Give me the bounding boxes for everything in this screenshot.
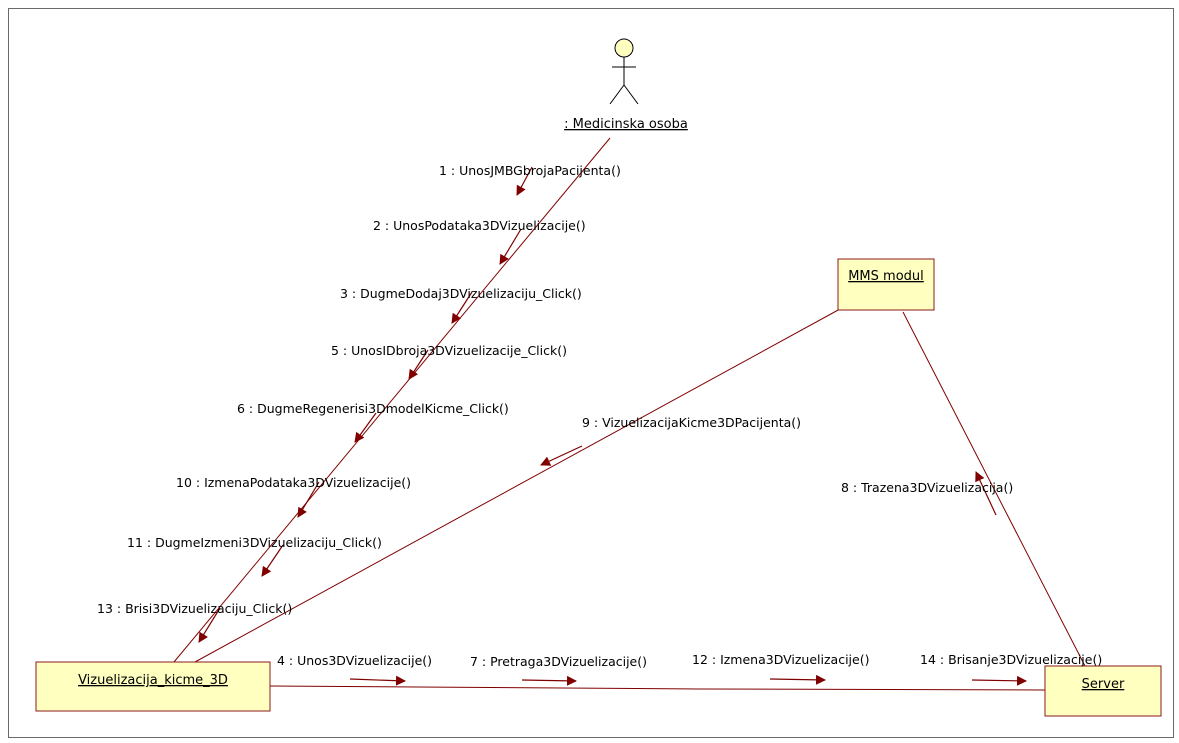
actor-right-leg (623, 84, 639, 105)
arrow-m13 (198, 607, 221, 643)
object-mms-modul[interactable]: MMS modul (837, 258, 935, 311)
msg-label-m9: 9 : VizuelizacijaKicme3DPacijenta() (582, 415, 801, 430)
msg-label-m3: 3 : DugmeDodaj3DVizuelizaciju_Click() (340, 286, 582, 301)
arrow-m1 (516, 166, 533, 196)
object-server[interactable]: Server (1044, 665, 1162, 717)
actor-medicinska-osoba[interactable]: : Medicinska osoba (564, 38, 688, 132)
msg-label-m2: 2 : UnosPodataka3DVizuelizacije() (373, 218, 586, 233)
arrow-m14 (971, 675, 1027, 686)
msg-label-m7: 7 : Pretraga3DVizuelizacije() (470, 654, 647, 669)
msg-label-m4: 4 : Unos3DVizuelizacije() (277, 653, 432, 668)
arrow-m7 (521, 675, 577, 686)
arrow-m2 (499, 228, 522, 265)
diagram-frame (8, 8, 1174, 738)
msg-label-m12: 12 : Izmena3DVizuelizacije() (692, 652, 869, 667)
link-actor-viz[interactable] (173, 137, 611, 663)
msg-label-m8: 8 : Trazena3DVizuelizacija() (841, 480, 1013, 495)
message-arrows-layer (198, 166, 1027, 686)
arrow-m11 (261, 544, 284, 577)
link-mms-server[interactable] (902, 311, 1086, 667)
msg-label-m14: 14 : Brisanje3DVizuelizacije() (920, 652, 1102, 667)
arrow-m9 (540, 445, 583, 466)
msg-label-m10: 10 : IzmenaPodataka3DVizuelizacije() (176, 475, 411, 490)
msg-label-m1: 1 : UnosJMBGbrojaPacijenta() (439, 163, 621, 178)
arrow-m12 (769, 674, 826, 685)
viz-box (35, 661, 271, 712)
arrow-m10 (297, 481, 320, 518)
link-viz-server[interactable] (269, 685, 1046, 691)
server-box (1044, 665, 1162, 717)
msg-label-m11: 11 : DugmeIzmeni3DVizuelizaciju_Click() (127, 535, 382, 550)
link-mms-viz[interactable] (194, 308, 841, 663)
msg-label-m6: 6 : DugmeRegenerisi3DmodelKicme_Click() (237, 401, 509, 416)
object-vizuelizacija-kicme-3d[interactable]: Vizuelizacija_kicme_3D (35, 661, 271, 712)
arrow-m6 (354, 412, 377, 443)
msg-label-m13: 13 : Brisi3DVizuelizaciju_Click() (97, 601, 292, 616)
message-labels-layer: 1 : UnosJMBGbrojaPacijenta() 2 : UnosPod… (97, 163, 1102, 669)
links-layer (173, 137, 1086, 691)
arrow-m5 (408, 349, 429, 380)
actor-left-leg (609, 84, 625, 105)
arrow-m8 (975, 471, 997, 516)
msg-label-m5: 5 : UnosIDbroja3DVizuelizacije_Click() (331, 343, 567, 358)
server-label: Server (1082, 677, 1125, 692)
mms-label: MMS modul (848, 269, 924, 284)
arrow-m4 (349, 675, 406, 686)
actor-name: : Medicinska osoba (564, 117, 688, 132)
viz-label: Vizuelizacija_kicme_3D (78, 673, 228, 688)
arrow-m3 (451, 291, 473, 324)
mms-box (837, 258, 935, 311)
actor-head (614, 38, 634, 58)
